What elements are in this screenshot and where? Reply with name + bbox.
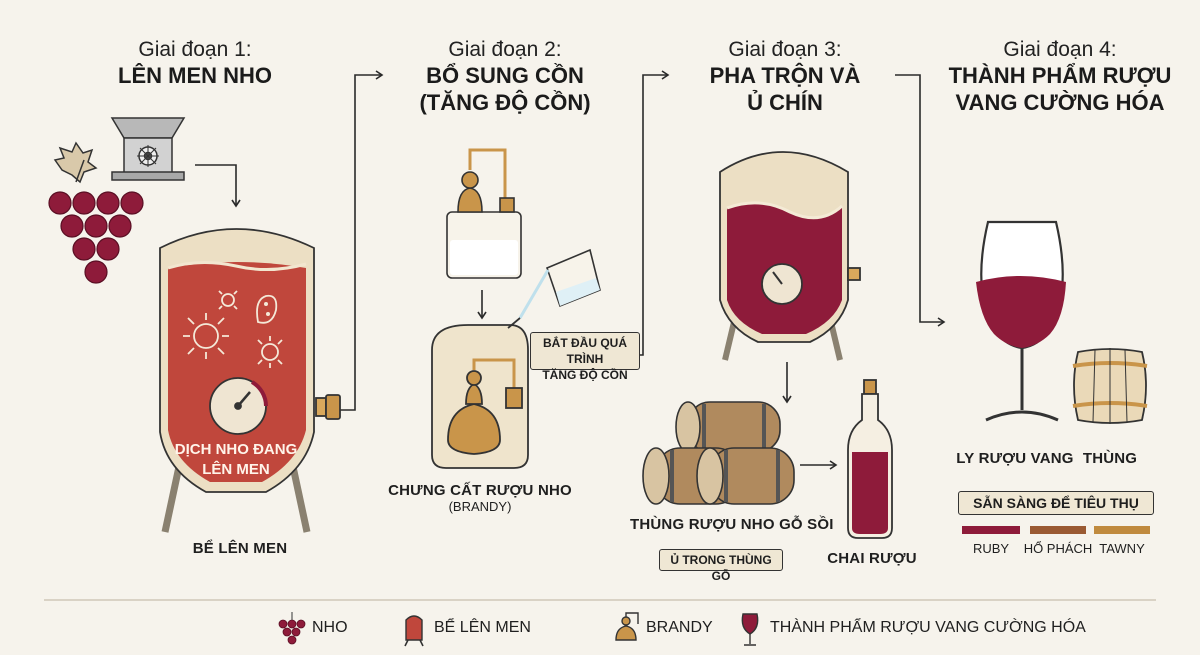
fermentation-tank (159, 228, 341, 533)
style-tawny: TAWNY (1099, 541, 1145, 556)
stage-4-title-line1: THÀNH PHẨM RƯỢU (948, 63, 1172, 88)
stage-2-heading: Giai đoạn 2: BỔ SUNG CỒN (TĂNG ĐỘ CỒN) (390, 38, 620, 116)
oak-barrels (642, 401, 795, 505)
stage-3-number: Giai đoạn 3: (728, 38, 842, 61)
barrel-small-label: THÙNG (1082, 450, 1138, 467)
barrels-label: THÙNG RƯỢU NHO GỖ SỒI (630, 516, 834, 533)
grape-legend-icon (278, 612, 306, 645)
ready-badge: SẴN SÀNG ĐỂ TIÊU THỤ (958, 491, 1154, 515)
fortify-badge: BẮT ĐẦU QUÁ TRÌNH TĂNG ĐỘ CỒN (530, 332, 640, 382)
arrow-stage3-to-4 (895, 74, 946, 327)
stage-2-title-line2: (TĂNG ĐỘ CỒN) (419, 90, 591, 115)
legend-brandy-label: BRANDY (646, 619, 713, 636)
yeast-microbes (183, 290, 283, 368)
swatch-tawny (1094, 526, 1150, 534)
aging-badge: Ủ TRONG THÙNG GỖ (659, 549, 783, 583)
stage-1-number: Giai đoạn 1: (138, 38, 252, 61)
glass-legend-icon (741, 613, 759, 646)
tank-inner-label: DỊCH NHO ĐANG LÊN MEN (166, 440, 306, 480)
bottle-label: CHAI RƯỢU (827, 550, 917, 567)
pouring-beaker (518, 248, 601, 319)
stage-2-number: Giai đoạn 2: (448, 38, 562, 61)
distill-label: CHƯNG CẤT RƯỢU NHO (BRANDY) (380, 482, 580, 514)
arrow-stage2-to-3 (615, 70, 670, 356)
wine-bottle (847, 379, 893, 539)
tank-inner-line2: LÊN MEN (202, 461, 270, 478)
stage-3-title-line2: Ủ CHÍN (747, 90, 823, 115)
blending-tank (719, 151, 861, 361)
stage-1-heading: Giai đoạn 1: LÊN MEN NHO (80, 38, 310, 89)
stage-4-number: Giai đoạn 4: (1003, 38, 1117, 61)
fortify-badge-line1: BẮT ĐẦU QUÁ TRÌNH (543, 336, 627, 366)
still-legend-icon (615, 612, 639, 641)
stage-4-heading: Giai đoạn 4: THÀNH PHẨM RƯỢU VANG CƯỜNG … (935, 38, 1185, 116)
grape-bunch-icon (48, 191, 144, 284)
small-still (446, 148, 522, 279)
stage-3-title-line1: PHA TRỘN VÀ (709, 63, 861, 88)
legend-grape-label: NHO (312, 619, 348, 636)
stage-1-title: LÊN MEN NHO (118, 63, 272, 88)
tank-legend-icon (404, 615, 424, 647)
distill-label-line2: (BRANDY) (448, 499, 512, 514)
distill-label-line1: CHƯNG CẤT RƯỢU NHO (388, 482, 572, 499)
arrow-crusher-to-tank (195, 164, 241, 208)
style-swatches (962, 526, 1150, 534)
legend-tank-label: BỂ LÊN MEN (434, 619, 531, 636)
grape-leaf-icon (53, 141, 98, 184)
swatch-ruby (962, 526, 1020, 534)
legend-product-label: THÀNH PHẨM RƯỢU VANG CƯỜNG HÓA (770, 619, 1086, 636)
style-ruby: RUBY (972, 541, 1010, 556)
large-still-vessel (431, 317, 529, 469)
stage-2-title-line1: BỔ SUNG CỒN (426, 63, 584, 88)
small-barrel (1072, 348, 1148, 424)
tank-inner-line1: DỊCH NHO ĐANG (174, 441, 298, 458)
fortify-badge-line2: TĂNG ĐỘ CỒN (542, 368, 628, 382)
stage-3-heading: Giai đoạn 3: PHA TRỘN VÀ Ủ CHÍN (665, 38, 905, 116)
crusher-icon (110, 117, 186, 181)
wine-glass (976, 220, 1066, 422)
style-amber: HỔ PHÁCH (1023, 541, 1093, 556)
glass-label: LY RƯỢU VANG (956, 450, 1074, 467)
swatch-amber (1030, 526, 1086, 534)
stage-4-title-line2: VANG CƯỜNG HÓA (955, 90, 1165, 115)
tank-label: BỂ LÊN MEN (192, 540, 288, 557)
arrow-stage1-to-2 (340, 70, 384, 411)
